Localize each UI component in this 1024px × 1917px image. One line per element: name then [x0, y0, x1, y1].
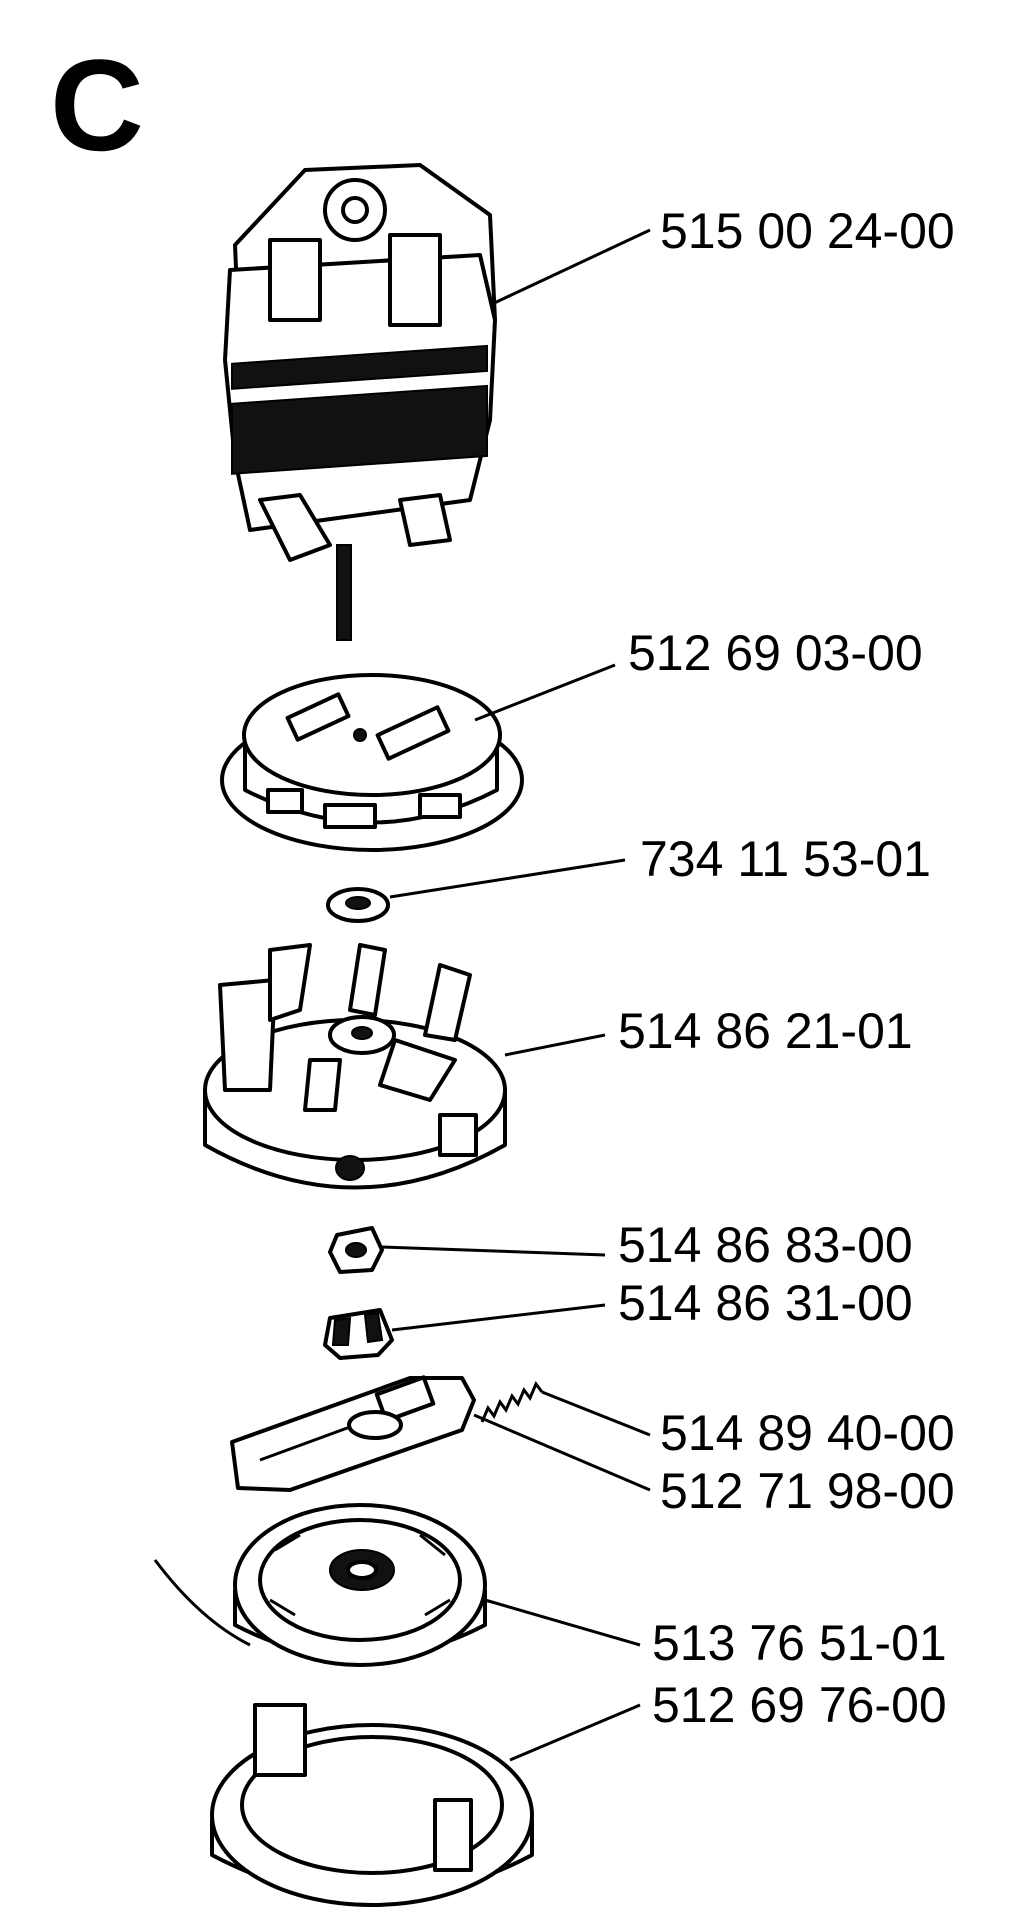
part-number-label: 514 89 40-00: [660, 1405, 955, 1461]
part-number-label: 514 86 31-00: [618, 1275, 913, 1331]
leader-line: [391, 1303, 606, 1332]
section-letter: C: [50, 32, 144, 178]
leader-line: [489, 228, 651, 307]
line-spool-drawing: [153, 1503, 487, 1667]
part-number-label: 512 71 98-00: [660, 1463, 955, 1519]
part-number-label: 734 11 53-01: [640, 831, 931, 887]
spring-drawing: [480, 1381, 544, 1423]
spool-cover-drawing: [210, 1703, 534, 1907]
lever-drawing: [230, 1375, 476, 1492]
washer-drawing: [326, 887, 390, 923]
leader-line: [509, 1703, 641, 1762]
part-number-label: 512 69 03-00: [628, 625, 923, 681]
leader-line: [389, 858, 626, 899]
part-number-label: 512 69 76-00: [652, 1677, 947, 1733]
nut-drawing: [328, 1226, 384, 1274]
part-labels: 515 00 24-00 512 69 03-00 734 11 53-01 5…: [618, 203, 955, 1733]
electric-motor-drawing: [223, 163, 497, 641]
leader-line: [504, 1033, 606, 1057]
part-number-label: 515 00 24-00: [660, 203, 955, 259]
part-number-label: 514 86 83-00: [618, 1217, 913, 1273]
leader-lines: [381, 228, 651, 1762]
leader-line: [473, 1413, 651, 1492]
part-number-label: 514 86 21-01: [618, 1003, 913, 1059]
motor-mount-plate-drawing: [220, 673, 524, 852]
leader-line: [474, 663, 616, 722]
leader-line: [484, 1598, 641, 1647]
leader-line: [381, 1245, 606, 1257]
hub-drawing: [323, 1308, 394, 1360]
part-number-label: 513 76 51-01: [652, 1615, 947, 1671]
leader-line: [541, 1390, 651, 1437]
fan-impeller-drawing: [203, 943, 507, 1190]
